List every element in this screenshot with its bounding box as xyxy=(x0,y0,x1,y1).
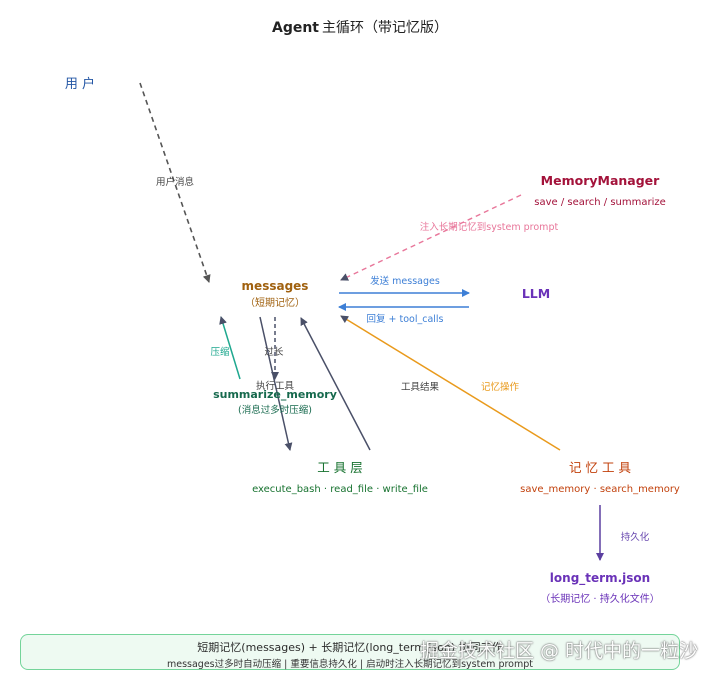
label-persist: 持久化 xyxy=(621,531,650,543)
footer-summary-box: 短期记忆(messages) + 长期记忆(long_term.json) 协同… xyxy=(20,634,680,670)
memory-manager-subtitle: save / search / summarize xyxy=(534,197,666,208)
label-send: 发送 messages xyxy=(370,275,440,287)
long-term-title: long_term.json xyxy=(550,571,650,586)
summarize-subtitle: (消息过多时压缩) xyxy=(238,404,312,416)
node-memory-tools: 记 忆 工 具 save_memory · search_memory xyxy=(520,460,680,495)
node-messages: messages （短期记忆） xyxy=(242,279,309,309)
footer-line-1: 短期记忆(messages) + 长期记忆(long_term.json) 协同… xyxy=(197,641,503,654)
label-tool-result: 工具结果 xyxy=(401,381,440,393)
node-user: 用 户 xyxy=(65,76,95,92)
memory-tools-title: 记 忆 工 具 xyxy=(569,460,631,475)
label-reply: 回复 + tool_calls xyxy=(366,313,443,325)
watermark: 掘金技术社区 @ 时代中的一粒沙 xyxy=(420,640,699,662)
edge-execute-tool xyxy=(259,316,293,451)
node-tools: 工 具 层 execute_bash · read_file · write_f… xyxy=(252,460,428,495)
memory-manager-title: MemoryManager xyxy=(541,173,660,188)
edge-tool-result xyxy=(300,317,371,451)
label-inject: 注入长期记忆到system prompt xyxy=(420,221,559,233)
label-too-long: 过长 xyxy=(264,346,284,358)
node-memory-manager: MemoryManager save / search / summarize xyxy=(534,173,666,208)
edge-user-to-messages xyxy=(139,82,211,283)
edge-memory-operation xyxy=(340,315,561,451)
long-term-subtitle: （长期记忆 · 持久化文件） xyxy=(540,592,660,605)
label-user-message: 用户消息 xyxy=(156,176,194,188)
label-compress: 压缩 xyxy=(210,346,230,358)
node-summarize-memory: summarize_memory (消息过多时压缩) xyxy=(213,388,337,416)
tools-title: 工 具 层 xyxy=(317,460,362,475)
edge-memory-manager-inject xyxy=(340,194,522,281)
label-memory-operation: 记忆操作 xyxy=(481,381,520,393)
memory-tools-subtitle: save_memory · search_memory xyxy=(520,484,680,495)
messages-title: messages xyxy=(242,279,309,293)
footer-line-2: messages过多时自动压缩 | 重要信息持久化 | 启动时注入长期记忆到sy… xyxy=(166,659,534,670)
node-long-term: long_term.json （长期记忆 · 持久化文件） xyxy=(540,571,660,605)
edge-compress xyxy=(219,316,241,380)
node-llm: LLM xyxy=(522,286,550,301)
messages-subtitle: （短期记忆） xyxy=(245,296,305,309)
tools-subtitle: execute_bash · read_file · write_file xyxy=(252,484,428,495)
summarize-title: summarize_memory xyxy=(213,388,337,401)
label-execute-tool: 执行工具 xyxy=(256,380,295,392)
